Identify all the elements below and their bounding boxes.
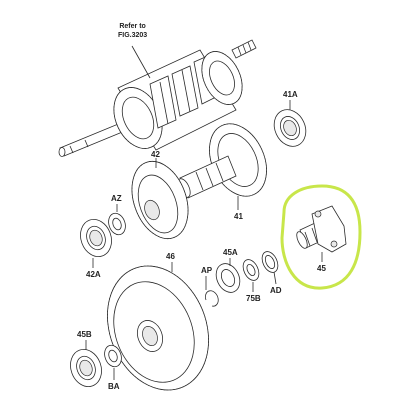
label-45: 45 [317,264,326,273]
label-41A: 41A [283,90,298,99]
label-AP: AP [201,266,213,275]
label-AD: AD [270,286,282,295]
label-42: 42 [151,150,160,159]
label-45B: 45B [77,330,92,339]
upper-shaft-assembly [58,39,257,157]
part-41A-bearing [273,100,307,147]
part-75B-spacer [242,259,260,292]
part-AP-snap-ring [205,276,219,307]
reference-note-line2: FIG.3203 [118,32,148,39]
label-AZ: AZ [111,194,122,203]
part-AD-shim [261,251,279,285]
label-45A: 45A [223,248,238,257]
part-AZ-washer [108,204,126,236]
part-41-gear-shaft [177,123,267,210]
reference-note-line1: Refer to [119,23,146,30]
part-42-gear [131,158,189,240]
label-75B: 75B [246,294,261,303]
part-42A-bearing [80,219,112,268]
part-BA-washer [104,344,122,380]
label-BA: BA [108,382,120,391]
part-45-flange-shaft [296,205,347,262]
part-45A-bearing [215,258,241,293]
part-46-large-gear [107,262,209,391]
reference-note: Refer to FIG.3203 [118,22,147,40]
label-46: 46 [166,252,175,261]
highlight-circle [280,184,362,290]
part-45B-bearing [70,340,102,387]
label-41: 41 [234,212,243,221]
label-42A: 42A [86,270,101,279]
